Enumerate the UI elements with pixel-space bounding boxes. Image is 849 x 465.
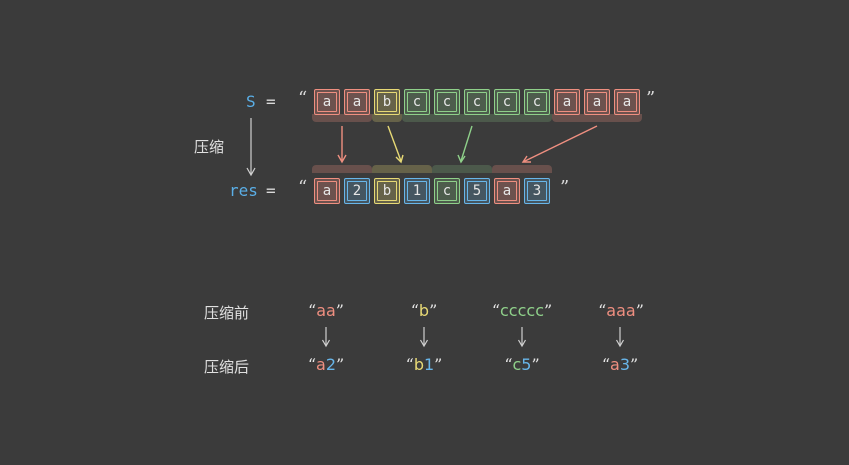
- example-after-char: a: [316, 355, 326, 374]
- s-char-cell: c: [434, 89, 460, 115]
- example-after-char: c: [512, 355, 522, 374]
- example-after-count: 5: [521, 355, 532, 374]
- res-open-quote: “: [298, 177, 308, 198]
- down-arrow-icon: [516, 326, 528, 352]
- after-compress-label: 压缩后: [204, 358, 250, 376]
- s-group-b-shade: [372, 114, 402, 122]
- example-before-text: aaa: [606, 301, 636, 320]
- res-group-c-shade: [432, 165, 492, 173]
- s-char-cell: b: [374, 89, 400, 115]
- res-group-a2-shade: [492, 165, 552, 173]
- res-group-a-shade: [312, 165, 372, 173]
- example-after-char: b: [413, 355, 424, 374]
- s-group-a2-shade: [552, 114, 642, 122]
- res-char-cell: a: [494, 178, 520, 204]
- example-after-count: 1: [423, 355, 435, 374]
- down-arrow-icon: [614, 326, 626, 352]
- res-group-b-shade: [372, 165, 432, 173]
- arrow-a-group: [337, 126, 347, 164]
- s-char-cell: c: [524, 89, 550, 115]
- s-open-quote: “: [298, 88, 308, 109]
- compress-down-arrow: [246, 118, 256, 177]
- s-char-cell: a: [344, 89, 370, 115]
- example-after-1: “a2”: [307, 355, 345, 374]
- res-count-cell: 5: [464, 178, 490, 204]
- compress-label: 压缩: [194, 138, 225, 156]
- s-char-cell: a: [314, 89, 340, 115]
- example-before-1: “aa”: [308, 301, 344, 320]
- mapping-arrows: [337, 125, 598, 164]
- res-variable-label: res: [229, 181, 258, 200]
- example-after-3: “c5”: [504, 355, 540, 374]
- s-char-cell: c: [494, 89, 520, 115]
- res-count-cell: 2: [344, 178, 370, 204]
- example-after-4: “a3”: [601, 355, 639, 374]
- s-char-cell: a: [614, 89, 640, 115]
- s-char-cell: a: [584, 89, 610, 115]
- arrow-c-group: [457, 125, 473, 164]
- res-string-row: a 2 b 1 c 5 a 3: [312, 178, 552, 204]
- s-string-row: a a b c c c c c a a a: [312, 89, 642, 115]
- res-equals: =: [266, 181, 276, 200]
- s-char-cell: c: [464, 89, 490, 115]
- down-arrow-icon: [320, 326, 332, 352]
- example-before-text: ccccc: [500, 301, 544, 320]
- s-variable-label: S: [246, 92, 256, 111]
- example-after-count: 2: [325, 355, 336, 374]
- s-close-quote: ”: [646, 88, 656, 109]
- example-after-2: “b1”: [405, 355, 443, 374]
- s-char-cell: a: [554, 89, 580, 115]
- s-char-cell: c: [404, 89, 430, 115]
- res-char-cell: c: [434, 178, 460, 204]
- down-arrow-icon: [418, 326, 430, 352]
- example-before-text: aa: [316, 301, 336, 320]
- s-group-a-shade: [312, 114, 372, 122]
- example-before-3: “ccccc”: [491, 301, 553, 320]
- example-after-char: a: [610, 355, 620, 374]
- example-before-2: “b”: [410, 301, 438, 320]
- res-count-cell: 3: [524, 178, 550, 204]
- s-equals: =: [266, 92, 276, 111]
- arrow-b-group: [387, 125, 404, 164]
- res-char-cell: b: [374, 178, 400, 204]
- example-before-4: “aaa”: [598, 301, 644, 320]
- res-char-cell: a: [314, 178, 340, 204]
- example-after-count: 3: [619, 355, 630, 374]
- res-close-quote: ”: [560, 177, 570, 198]
- arrow-a2-group: [521, 125, 598, 163]
- before-compress-label: 压缩前: [204, 304, 250, 322]
- example-before-text: b: [418, 301, 430, 320]
- s-group-c-shade: [402, 114, 552, 122]
- res-count-cell: 1: [404, 178, 430, 204]
